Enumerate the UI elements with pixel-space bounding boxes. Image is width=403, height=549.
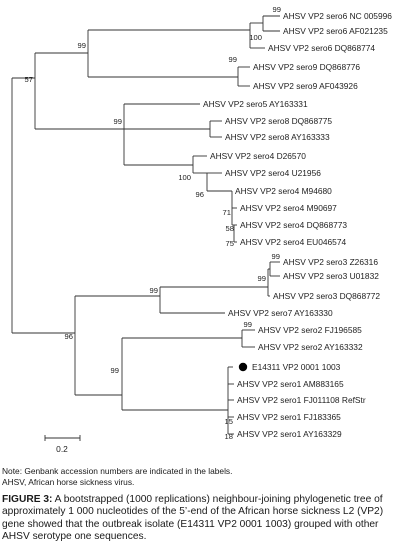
- figure-notes: Note: Genbank accession numbers are indi…: [2, 466, 232, 488]
- bootstrap-sero9: 99: [229, 55, 237, 64]
- caption-text: A bootstrapped (1000 replications) neigh…: [2, 494, 384, 543]
- leaf-label: AHSV VP2 sero9 DQ868776: [253, 62, 360, 72]
- leaf-label: AHSV VP2 sero1 AM883165: [237, 379, 344, 389]
- leaf-label: AHSV VP2 sero2 AY163332: [258, 342, 363, 352]
- bootstrap-sero2: 99: [150, 286, 158, 295]
- bootstrap-sero1: 99: [111, 366, 119, 375]
- leaf-label: AHSV VP2 sero6 DQ868774: [268, 43, 375, 53]
- leaf-label: AHSV VP2 sero1 FJ183365: [237, 412, 341, 422]
- figure-caption: FIGURE 3: A bootstrapped (1000 replicati…: [2, 494, 401, 544]
- bootstrap-sero6: 100: [249, 33, 262, 42]
- leaf-label: AHSV VP2 sero4 U21956: [225, 168, 321, 178]
- leaf-label: AHSV VP2 sero1 FJ011108 RefStr: [237, 395, 366, 405]
- leaf-label: AHSV VP2 sero7 AY163330: [228, 308, 333, 318]
- leaf-label: AHSV VP2 sero1 AY163329: [237, 429, 342, 439]
- figure-label: FIGURE 3:: [2, 494, 53, 505]
- bootstrap-sero6_a: 99: [273, 5, 281, 14]
- bootstrap-sero6_9: 99: [78, 41, 86, 50]
- leaf-label: AHSV VP2 sero4 EU046574: [240, 237, 346, 247]
- outbreak-isolate-marker: [238, 362, 248, 372]
- bootstrap-sero8: 99: [114, 117, 122, 126]
- bootstrap-bottom: 96: [65, 332, 73, 341]
- leaf-label: AHSV VP2 sero4 D26570: [210, 151, 306, 161]
- bootstrap-sero4: 100: [178, 173, 191, 182]
- bootstrap-sero4_b: 71: [223, 208, 231, 217]
- bootstrap-sero4_c: 58: [226, 224, 234, 233]
- leaf-label: E14311 VP2 0001 1003: [252, 362, 341, 372]
- leaf-label: AHSV VP2 sero3 U01832: [283, 271, 379, 281]
- bootstrap-sero4_a: 96: [196, 190, 204, 199]
- bootstrap-sero3: 99: [258, 274, 266, 283]
- leaf-label: AHSV VP2 sero5 AY163331: [203, 99, 308, 109]
- bootstrap-sero1: 99: [244, 320, 252, 329]
- leaf-label: AHSV VP2 sero4 M94680: [235, 186, 332, 196]
- leaf-label: AHSV VP2 sero4 M90697: [240, 203, 337, 213]
- leaf-label: AHSV VP2 sero3 DQ868772: [273, 291, 380, 301]
- bootstrap-sero3_a: 99: [272, 252, 280, 261]
- leaf-label: AHSV VP2 sero6 NC 005996: [283, 11, 392, 21]
- bootstrap-top: 57: [25, 75, 33, 84]
- note-genbank: Note: Genbank accession numbers are indi…: [2, 466, 233, 476]
- bootstrap-sero4_d: 75: [226, 239, 234, 248]
- leaf-label: AHSV VP2 sero6 AF021235: [283, 26, 388, 36]
- leaf-label: AHSV VP2 sero3 Z26316: [283, 257, 378, 267]
- bootstrap-sero1_b: 18: [225, 432, 233, 441]
- bootstrap-sero1_a: 15: [225, 417, 233, 426]
- leaf-label: AHSV VP2 sero8 DQ868775: [225, 116, 332, 126]
- scale-bar-label: 0.2: [56, 444, 68, 454]
- leaf-label: AHSV VP2 sero2 FJ196585: [258, 325, 362, 335]
- leaf-label: AHSV VP2 sero8 AY163333: [225, 132, 330, 142]
- leaf-label: AHSV VP2 sero9 AF043926: [253, 81, 358, 91]
- leaf-label: AHSV VP2 sero4 DQ868773: [240, 220, 347, 230]
- note-abbreviation: AHSV, African horse sickness virus.: [2, 477, 135, 488]
